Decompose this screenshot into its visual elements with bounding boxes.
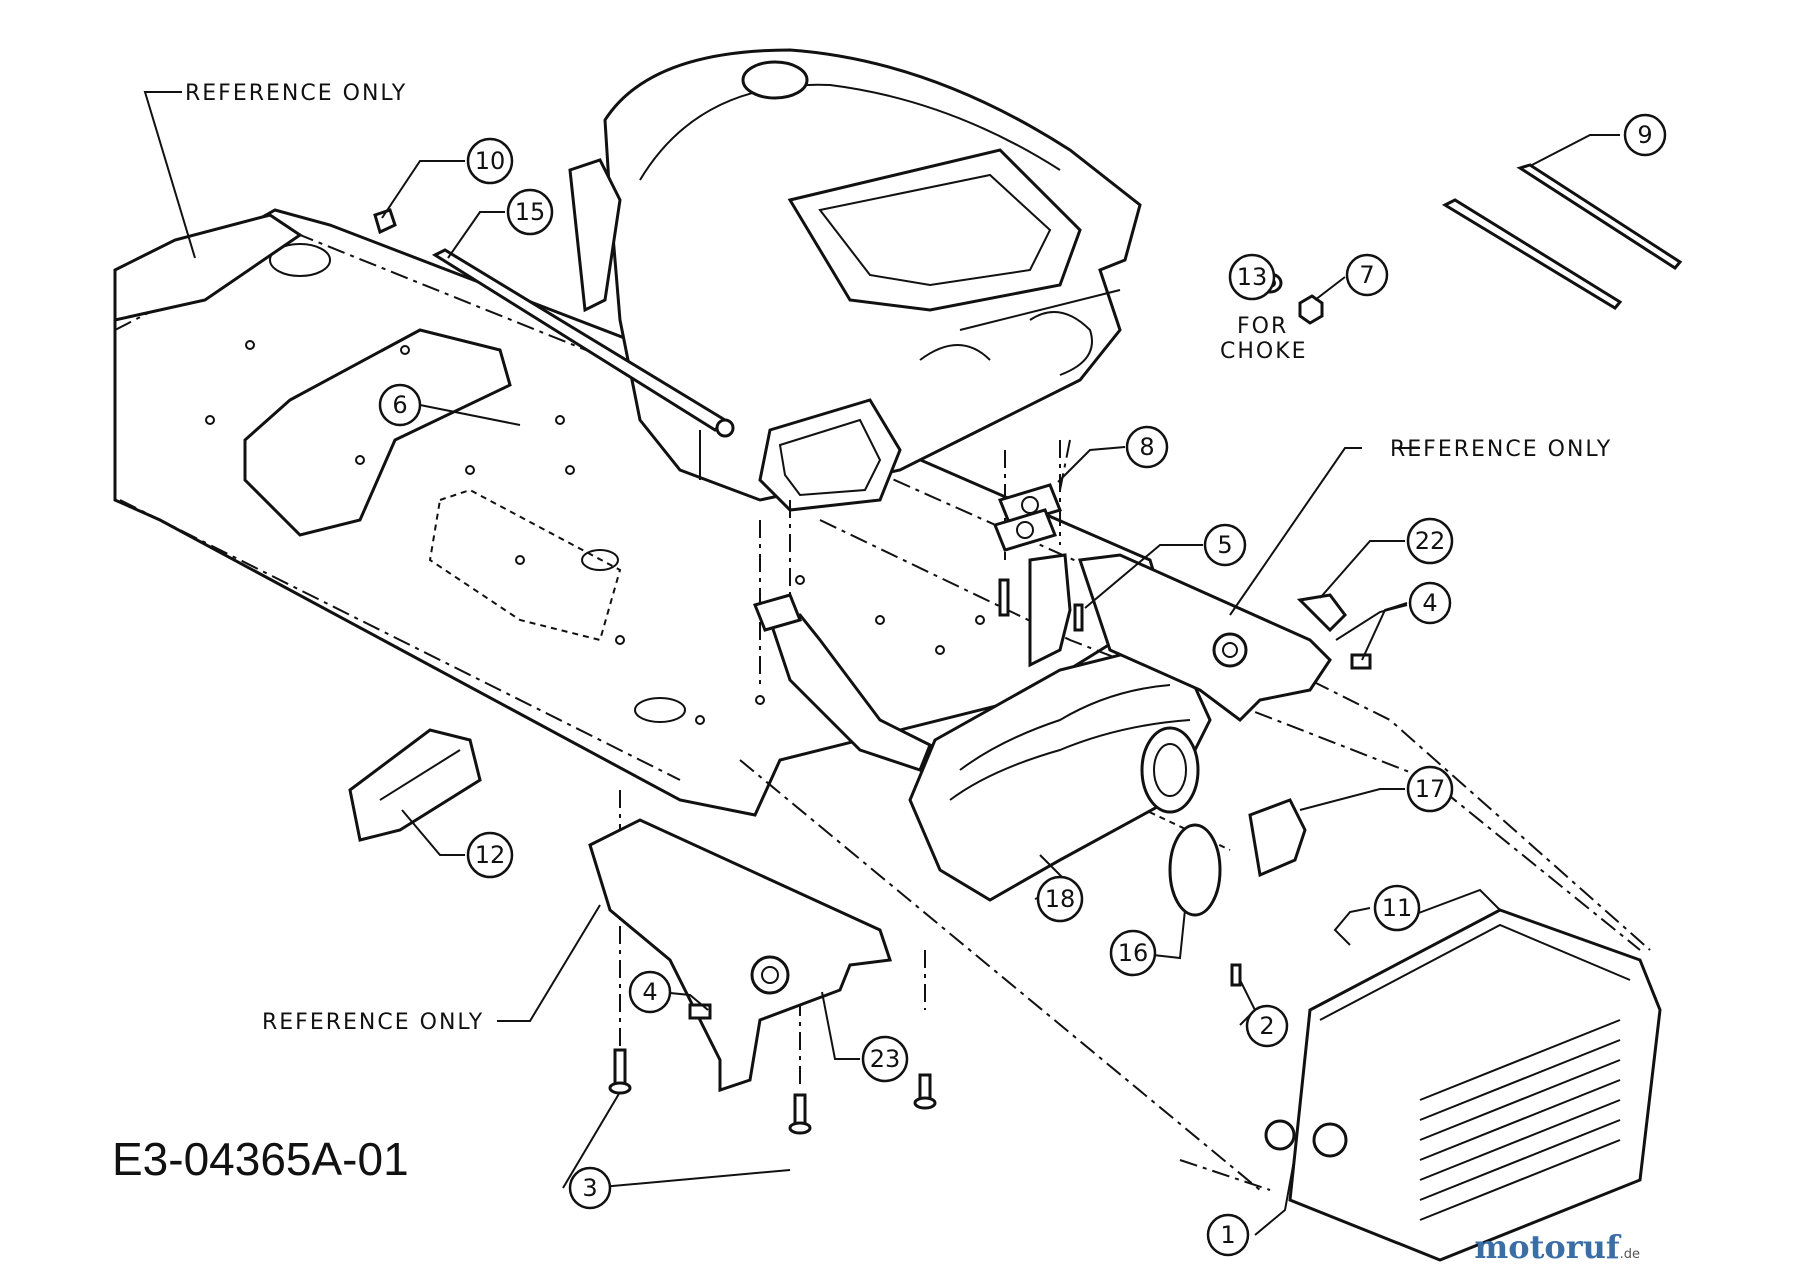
muffler (908, 648, 1212, 902)
callout-number: 22 (1415, 527, 1446, 555)
callout-6: 6 (378, 383, 422, 427)
callout-number: 17 (1415, 775, 1446, 803)
callout-number: 4 (642, 978, 657, 1006)
watermark: motoruf.de (1474, 1228, 1640, 1266)
left-bracket (588, 818, 893, 1093)
reference-only-label: REFERENCE ONLY (185, 81, 407, 106)
callout-number: 1 (1220, 1221, 1235, 1249)
callout-number: 6 (392, 391, 407, 419)
callout-23: 23 (861, 1035, 909, 1083)
callout-number: 8 (1139, 433, 1154, 461)
engine (568, 48, 1142, 512)
muffler-outlet (1168, 798, 1307, 917)
callout-number: 16 (1118, 939, 1149, 967)
dipstick-tube (431, 248, 735, 438)
callout-3: 3 (568, 1166, 612, 1210)
callout-number: 2 (1259, 1012, 1274, 1040)
callout-9: 9 (1623, 113, 1667, 157)
callout-16: 16 (1109, 929, 1157, 977)
reference-only-label: REFERENCE ONLY (262, 1010, 484, 1035)
callout-22: 22 (1406, 517, 1454, 565)
callout-number: 23 (870, 1045, 901, 1073)
choke-note-line2: CHOKE (1220, 339, 1308, 364)
callout-13: 13 (1228, 253, 1276, 301)
callout-number: 9 (1637, 121, 1652, 149)
callout-18: 18 (1036, 875, 1084, 923)
watermark-text: motoruf (1474, 1228, 1621, 1266)
part-10-fitting (373, 208, 397, 235)
callout-number: 3 (582, 1174, 597, 1202)
callout-number: 13 (1237, 263, 1268, 291)
callout-2: 2 (1245, 1004, 1289, 1048)
callout-4-right: 4 (1408, 581, 1452, 625)
reference-note-right: REFERENCE ONLY (1390, 437, 1612, 462)
exhaust-pipes (752, 553, 1072, 772)
callout-number: 18 (1045, 885, 1076, 913)
svg-text:motoruf.de: motoruf.de (1474, 1228, 1640, 1266)
callout-4-left: 4 (628, 970, 672, 1014)
callout-number: 5 (1217, 531, 1232, 559)
callout-11: 11 (1373, 884, 1421, 932)
callout-1: 1 (1206, 1213, 1250, 1257)
callout-number: 10 (475, 147, 506, 175)
callout-number: 4 (1422, 589, 1437, 617)
muffler-guard (1264, 888, 1662, 1262)
callout-10: 10 (466, 137, 514, 185)
right-bracket (1077, 553, 1347, 722)
part-12-guide (348, 728, 482, 842)
callout-7: 7 (1345, 253, 1389, 297)
reference-note-top-left: REFERENCE ONLY (185, 81, 407, 106)
callout-number: 12 (475, 841, 506, 869)
callout-17: 17 (1406, 765, 1454, 813)
callout-8: 8 (1125, 425, 1169, 469)
callout-number: 15 (515, 198, 546, 226)
callout-number: 7 (1359, 261, 1374, 289)
callout-number: 11 (1382, 894, 1413, 922)
reference-only-label: REFERENCE ONLY (1390, 437, 1612, 462)
choke-note-line1: FOR (1237, 314, 1288, 339)
drawing-code: E3-04365A-01 (112, 1133, 409, 1185)
watermark-tld: .de (1620, 1247, 1640, 1262)
reference-note-bottom: REFERENCE ONLY (262, 1010, 484, 1035)
callout-12: 12 (466, 831, 514, 879)
cable-ties (1441, 163, 1683, 310)
callout-5: 5 (1203, 523, 1247, 567)
exhaust-gasket (992, 483, 1063, 552)
callout-15: 15 (506, 188, 554, 236)
